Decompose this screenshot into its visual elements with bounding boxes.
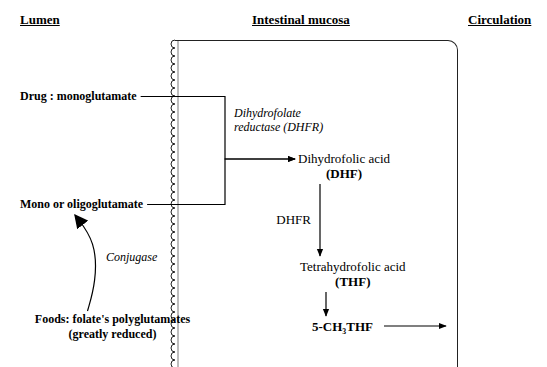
node-text: (DHF) — [298, 166, 390, 181]
node-text: Intestinal mucosa — [252, 12, 350, 27]
metabolite: Tetrahydrofolic acid(THF) — [300, 259, 406, 289]
region-heading: Lumen — [20, 12, 60, 27]
edge-label: DHFR — [274, 212, 313, 227]
substrate-term: Drug : monoglutamate — [20, 89, 137, 104]
node-text: 5-CH₃THF — [312, 319, 373, 334]
metabolite: 5-CH₃THF — [312, 319, 373, 334]
node-text: (THF) — [300, 274, 406, 289]
node-text: Foods: folate's polyglutamates (greatly … — [15, 312, 210, 342]
node-text: Dihydrofolic acid — [298, 151, 390, 166]
flow-arrow — [319, 184, 320, 256]
flow-arrow — [147, 159, 295, 205]
food-source: Foods: folate's polyglutamates (greatly … — [15, 312, 210, 342]
cell-outline: Intestinal mucosaDihydrofolic acid(DHF)T… — [175, 40, 458, 367]
substrate-term: Mono or oligoglutamate — [20, 197, 143, 212]
node-text: Drug : monoglutamate — [20, 89, 137, 104]
edge-label: Conjugase — [104, 250, 159, 264]
region-heading: Circulation — [468, 12, 531, 27]
node-text: Tetrahydrofolic acid — [300, 259, 406, 274]
metabolite: Dihydrofolic acid(DHF) — [298, 151, 390, 181]
flow-arrow — [325, 292, 326, 316]
node-text: Mono or oligoglutamate — [20, 197, 143, 212]
export-arrow — [384, 325, 446, 326]
edge-label: Dihydrofolate reductase (DHFR) — [232, 106, 336, 134]
flow-arrow — [75, 215, 95, 311]
